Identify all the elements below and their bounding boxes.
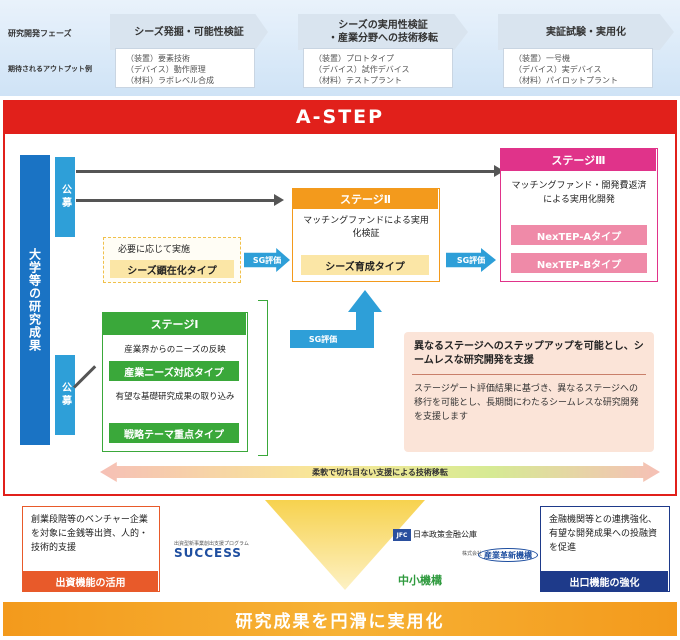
seeds-growth-button[interactable]: シーズ育成タイプ	[301, 255, 429, 275]
jfc-logo-icon: JFC	[393, 529, 411, 541]
stage1-bracket	[258, 300, 268, 456]
phase-row-label: 研究開発フェーズ	[8, 29, 72, 38]
stage1-desc1: 産業界からのニーズの反映	[124, 345, 226, 355]
kobo-bottom: 公募	[55, 355, 75, 435]
success-small: 出資型新事業創出支援プログラム	[174, 541, 249, 547]
industry-needs-button[interactable]: 産業ニーズ対応タイプ	[109, 361, 239, 381]
stage2-desc: マッチングファンドによる実用化検証	[303, 216, 429, 239]
smrj-logo: 中小機構	[398, 574, 442, 587]
incj-small: 株式会社	[462, 551, 483, 557]
seeds-box: 必要に応じて実施 シーズ顕在化タイプ	[103, 237, 241, 283]
info-title: 異なるステージへのステップアップを可能とし、シームレスな研究開発を支援	[414, 341, 644, 366]
exit-box: 金融機関等との連携強化、有望な開発成果への投融資を促進 出口機能の強化	[540, 506, 670, 592]
stage1-head: ステージⅠ	[103, 313, 246, 335]
stage3-box: ステージⅢ マッチングファンド・開発費返済による実用化開発 NexTEP-Aタイ…	[500, 148, 658, 282]
exit-label: 出口機能の強化	[541, 571, 668, 591]
incj-logo-icon	[478, 548, 538, 562]
investment-box: 創業段階等のベンチャー企業を対象に金銭等出資、人的・技術的支援 出資機能の活用	[22, 506, 160, 592]
investment-label: 出資機能の活用	[23, 571, 158, 591]
stage1-desc2: 有望な基礎研究成果の取り込み	[115, 392, 235, 402]
sg-up-arrow-icon	[348, 290, 382, 312]
output-row-label: 期待されるアウトプット例	[8, 65, 92, 73]
investment-text: 創業段階等のベンチャー企業を対象に金銭等出資、人的・技術的支援	[31, 515, 149, 553]
stage2-box: ステージⅡ マッチングファンドによる実用化検証 シーズ育成タイプ	[292, 188, 440, 282]
phase-2-title: シーズの実用性検証 ・産業分野への技術移転	[298, 14, 468, 50]
phase-1-title: シーズ発掘・可能性検証	[110, 14, 268, 50]
arrow-to-stage2	[76, 199, 276, 202]
success-logo: SUCCESS	[174, 546, 242, 560]
astep-title: A-STEP	[3, 100, 677, 134]
seeds-type-button[interactable]: シーズ顕在化タイプ	[110, 260, 234, 278]
phase-1-outputs: （装置）要素技術 （デバイス）動作原理 （材料）ラボレベル合成	[115, 48, 255, 88]
sg-eval-3: SG評価	[290, 330, 356, 348]
info-box: 異なるステージへのステップアップを可能とし、シームレスな研究開発を支援 ステージ…	[404, 332, 654, 452]
sg-up-shaft	[356, 310, 374, 348]
university-results-bar: 大学等の研究成果	[20, 155, 50, 445]
exit-text: 金融機関等との連携強化、有望な開発成果への投融資を促進	[549, 515, 658, 553]
arrow-to-stage2-head	[274, 194, 284, 206]
result-banner: 研究成果を円滑に実用化	[3, 602, 677, 636]
incj-name: 産業革新機構	[484, 551, 532, 560]
phase-3-title: 実証試験・実用化	[498, 14, 674, 50]
nextep-b-button[interactable]: NexTEP-Bタイプ	[511, 253, 647, 273]
nextep-a-button[interactable]: NexTEP-Aタイプ	[511, 225, 647, 245]
info-body: ステージゲート評価結果に基づき、異なるステージへの移行を可能とし、長期間にわたる…	[414, 384, 639, 422]
kobo-top: 公募	[55, 157, 75, 237]
flexible-support-band: 柔軟で切れ目ない支援による技術移転	[100, 462, 660, 482]
jfc-name: 日本政策金融公庫	[413, 530, 477, 539]
phase-2-outputs: （装置）プロトタイプ （デバイス）試作デバイス （材料）テストプラント	[303, 48, 453, 88]
stage1-box: ステージⅠ 産業界からのニーズの反映 産業ニーズ対応タイプ 有望な基礎研究成果の…	[102, 312, 248, 452]
stage3-desc: マッチングファンド・開発費返済による実用化開発	[511, 181, 647, 205]
info-divider	[412, 374, 646, 375]
stage3-head: ステージⅢ	[501, 149, 656, 171]
phase-3-outputs: （装置）一号機 （デバイス）実デバイス （材料）パイロットプラント	[503, 48, 653, 88]
arrow-to-stage3	[76, 170, 496, 173]
arrow-to-stage3-head	[494, 165, 504, 177]
strategic-theme-button[interactable]: 戦略テーマ重点タイプ	[109, 423, 239, 443]
stage2-head: ステージⅡ	[293, 189, 438, 209]
